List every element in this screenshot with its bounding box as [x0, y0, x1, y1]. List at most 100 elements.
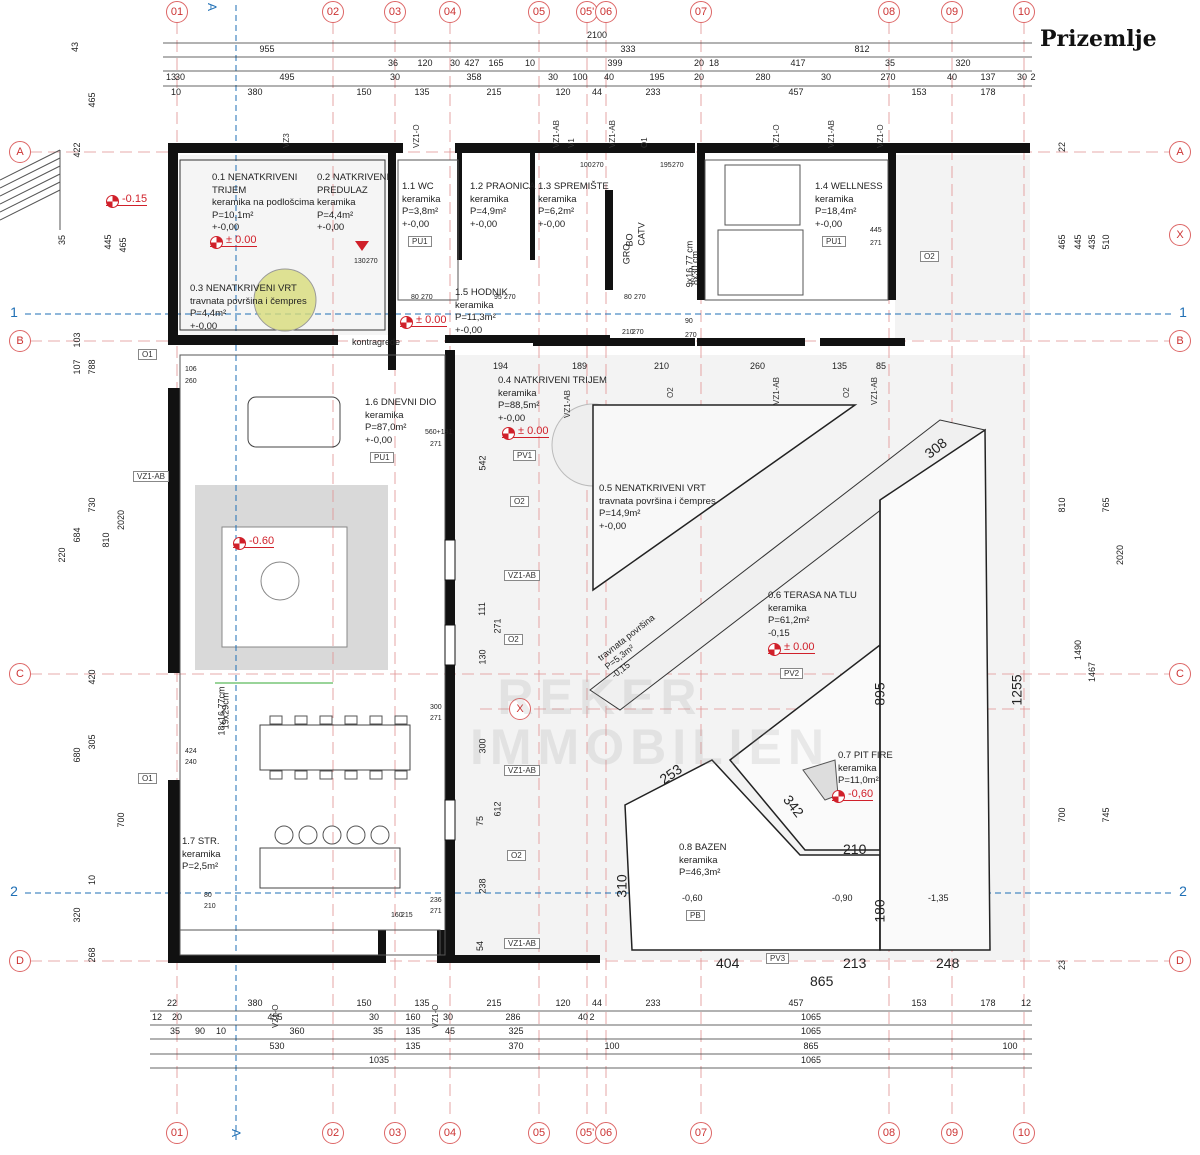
room-name: 1.2 PRAONICA: [470, 181, 536, 192]
wall: [888, 150, 896, 300]
room-level: +-0,00: [317, 222, 345, 233]
dim-top: 10: [170, 87, 182, 97]
room-level: +-0,00: [402, 218, 430, 230]
dim-top: 320: [955, 58, 971, 68]
grid-bubble-left: D: [9, 950, 31, 972]
room-name2: PREDULAZ: [317, 184, 368, 196]
room-area: P=2,5m²: [182, 861, 219, 872]
plan-dimension: 111: [476, 602, 487, 616]
element-tag: VZ1-AB: [504, 765, 541, 776]
dim-top: 150: [356, 87, 372, 97]
wall: [388, 150, 396, 370]
opening-label: 270: [685, 332, 697, 339]
dim-left: 445: [103, 234, 113, 250]
dining-table: [259, 724, 411, 771]
window: [444, 624, 456, 666]
plan-dimension: 75: [475, 815, 486, 827]
dim-bottom: 135: [405, 1041, 421, 1051]
wall-left-upper: [168, 143, 178, 341]
element-tag: O2: [842, 387, 851, 398]
wall: [445, 335, 610, 343]
axis-label-left: 1: [10, 304, 18, 320]
chair: [294, 770, 308, 780]
plan-dimension: 189: [572, 361, 588, 371]
bar-stool: [274, 825, 294, 845]
note-catv: CATV: [636, 222, 647, 246]
room-finish: keramika: [498, 387, 537, 399]
dim-bottom: 865: [803, 1041, 819, 1051]
room-level: +-0,00: [538, 218, 566, 230]
grid-bubble-right: D: [1169, 950, 1191, 972]
jacuzzi: [717, 229, 804, 296]
element-tag: O2: [504, 634, 523, 645]
element-tag: PB: [686, 910, 705, 921]
plan-dimension: 1255: [1008, 674, 1025, 706]
room-level: +-0,00: [498, 412, 526, 424]
room-name: 0.3 NENATKRIVENI VRT: [190, 283, 297, 294]
dim-right: 23: [1057, 959, 1067, 971]
room-name2: TRIJEM: [212, 184, 247, 196]
room-finish: keramika: [679, 854, 718, 866]
wall: [697, 338, 805, 346]
dim-top: 215: [486, 87, 502, 97]
dim-left: 10: [87, 874, 97, 886]
room-finish: keramika: [317, 197, 356, 208]
bar-stool: [322, 825, 342, 845]
dim-top: 417: [790, 58, 806, 68]
element-tag: PU1: [408, 236, 432, 247]
pool-level: -0,90: [832, 893, 853, 903]
dim-right: 2020: [1115, 544, 1125, 566]
dim-top: 30: [1016, 72, 1028, 82]
opening-label: 271: [430, 715, 442, 722]
opening-label: 80: [411, 294, 419, 301]
grid-bubble-bottom: 10: [1013, 1122, 1035, 1144]
wall-left-living: [168, 388, 180, 673]
room-level: +-0,00: [212, 222, 240, 233]
grid-bubble-bottom: 03: [384, 1122, 406, 1144]
dim-bottom: 40: [577, 1012, 589, 1022]
dim-total: 2100: [586, 30, 608, 40]
grid-bubble-top: 06: [595, 1, 617, 23]
note-stair: 19x29cm: [220, 692, 231, 730]
grid-bubble-top: 05: [528, 1, 550, 23]
dim-top: 280: [755, 72, 771, 82]
pool-level: -1,35: [928, 893, 949, 903]
room-level: +-0,00: [455, 324, 483, 336]
grid-bubble-x: X: [509, 698, 531, 720]
dim-top: 178: [980, 87, 996, 97]
element-tag: VZ1-AB: [608, 119, 617, 148]
room-area: P=46,3m²: [679, 867, 721, 878]
chair: [269, 770, 283, 780]
element-tag: VZ1-AB: [133, 471, 170, 482]
dim-top: 20: [693, 72, 705, 82]
dim-right: 510: [1101, 234, 1111, 250]
room-name: 1.7 STR.: [182, 836, 220, 847]
dim-bottom: 215: [486, 998, 502, 1008]
section-marker-top: A: [205, 2, 220, 12]
dim-left: 700: [116, 812, 126, 828]
dim-bottom: 1065: [800, 1012, 822, 1022]
element-tag: V1: [567, 138, 576, 148]
wall: [697, 143, 897, 153]
wall: [697, 150, 705, 300]
dim-bottom: 35: [169, 1026, 181, 1036]
bar-stool: [370, 825, 390, 845]
element-tag: VZ3: [282, 133, 291, 148]
dim-bottom: 360: [289, 1026, 305, 1036]
dim-right: 1490: [1073, 639, 1083, 661]
room-name: 0.2 NATKRIVENI: [317, 172, 390, 183]
element-tag: VZ1-AB: [552, 119, 561, 148]
grid-bubble-right: X: [1169, 224, 1191, 246]
opening-label: 270: [366, 258, 378, 265]
opening-label: 270: [504, 294, 516, 301]
wall: [455, 143, 535, 153]
opening-label: 130: [354, 258, 366, 265]
dim-bottom: 1065: [800, 1026, 822, 1036]
dim-top: 135: [414, 87, 430, 97]
